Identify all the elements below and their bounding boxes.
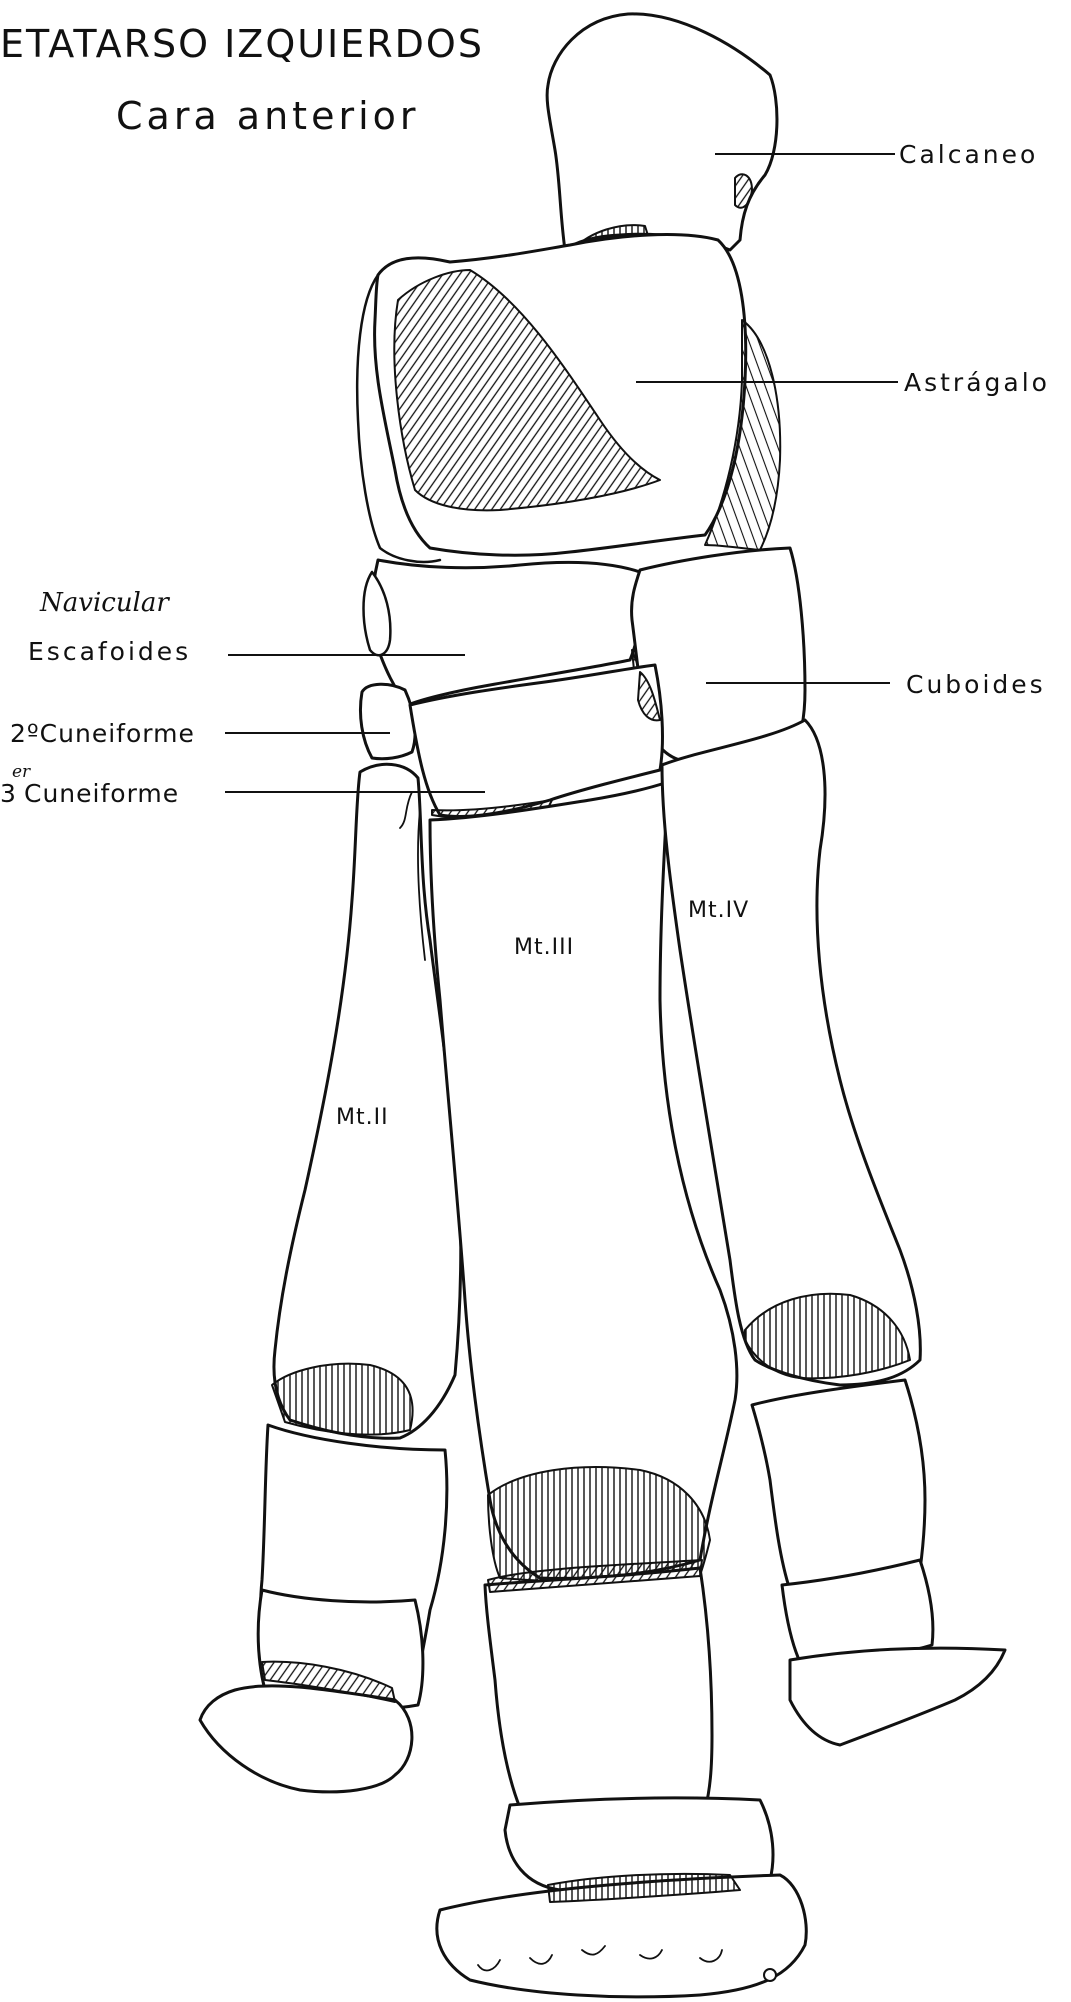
label-cuboides: Cuboides	[906, 670, 1046, 699]
label-calcaneo: Calcaneo	[899, 140, 1038, 169]
mt3-proximal-phalanx	[485, 1568, 712, 1811]
mt4-proximal-phalanx	[752, 1380, 925, 1590]
figure-subtitle: Cara anterior	[116, 94, 420, 138]
mt2-distal-phalanx	[200, 1686, 412, 1792]
label-navicular-handwritten: Navicular	[40, 588, 169, 618]
label-mt-2: Mt.II	[336, 1105, 389, 1130]
label-astragalo: Astrágalo	[904, 368, 1050, 397]
cuneiform-2-bone	[360, 684, 415, 759]
mt4-distal-phalanx	[790, 1648, 1005, 1745]
label-cuneiforme-2: 2ºCuneiforme	[10, 719, 195, 748]
label-escafoides: Escafoides	[28, 637, 191, 666]
mt3-distal-dot	[764, 1969, 776, 1981]
figure-title: ETATARSO IZQUIERDOS	[0, 22, 484, 66]
label-cuneiforme-3-number: 3	[0, 779, 17, 808]
label-mt-3: Mt.III	[514, 935, 574, 960]
calcaneus-bone	[547, 14, 777, 250]
label-cuneiforme-3-word: Cuneiforme	[24, 779, 179, 808]
label-mt-4: Mt.IV	[688, 898, 749, 923]
metatarsal-2-head-hatch	[272, 1364, 413, 1435]
